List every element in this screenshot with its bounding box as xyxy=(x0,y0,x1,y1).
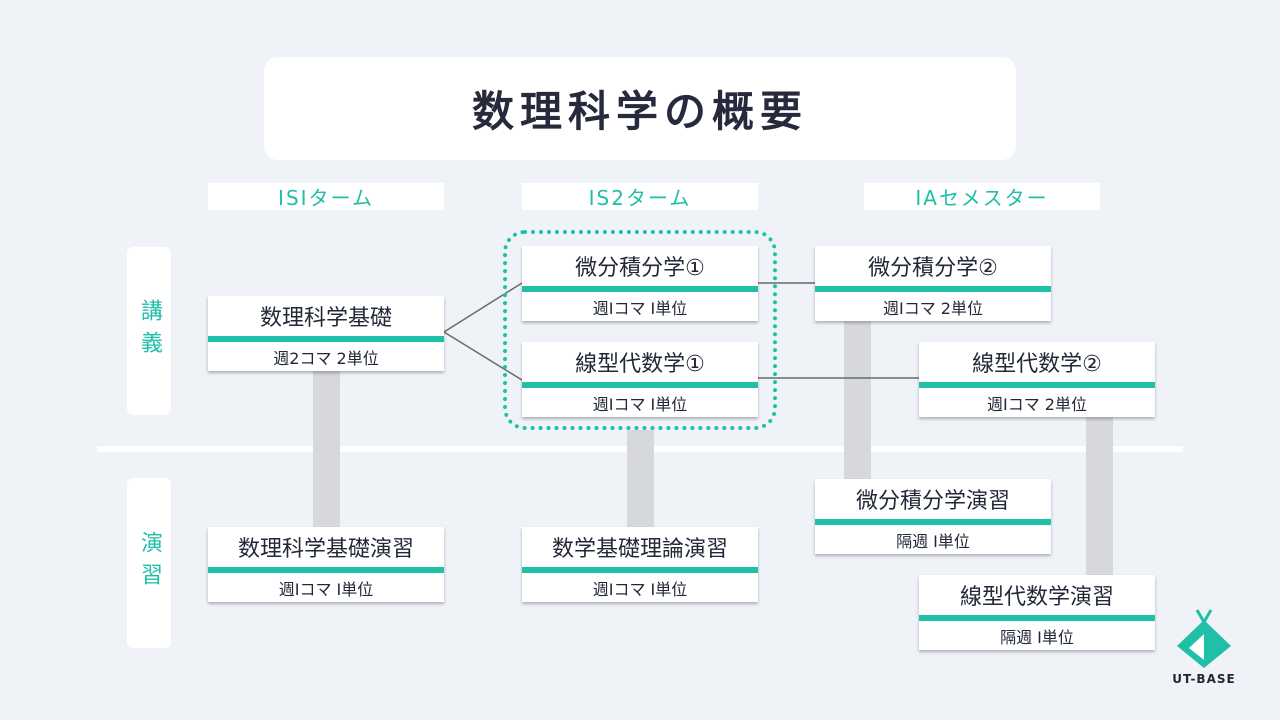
course-card-kiso-ensyu: 数理科学基礎演習 週Iコマ I単位 xyxy=(208,527,444,602)
course-accent-bar xyxy=(815,519,1051,525)
course-info: 隔週 I単位 xyxy=(1000,627,1074,647)
course-name: 微分積分学① xyxy=(575,256,705,281)
course-info: 週Iコマ I単位 xyxy=(278,579,374,599)
course-accent-bar xyxy=(208,567,444,573)
course-card-bibun1: 微分積分学① 週Iコマ I単位 xyxy=(522,246,758,321)
course-card-sugaku-ensyu: 数学基礎理論演習 週Iコマ I単位 xyxy=(522,527,758,602)
course-accent-bar xyxy=(919,615,1155,621)
section-label-lecture-text: 講義 xyxy=(137,299,162,363)
course-info: 隔週 I単位 xyxy=(896,531,970,551)
course-info: 週Iコマ I単位 xyxy=(592,394,688,414)
course-name: 微分積分学演習 xyxy=(855,489,1010,514)
tent-icon xyxy=(1177,609,1231,668)
course-name: 線型代数学② xyxy=(972,352,1102,377)
ut-base-logo: UT-BASE xyxy=(1163,608,1245,690)
course-name: 数学基礎理論演習 xyxy=(551,537,728,562)
course-accent-bar xyxy=(208,336,444,342)
line-kiso-bibun1 xyxy=(443,282,523,333)
connector-senkei xyxy=(1086,415,1113,578)
course-name: 線型代数学演習 xyxy=(959,585,1114,610)
course-info: 週Iコマ I単位 xyxy=(592,298,688,318)
course-name: 線型代数学① xyxy=(575,352,705,377)
course-accent-bar xyxy=(522,382,758,388)
course-info: 週Iコマ 2単位 xyxy=(883,298,983,318)
course-name: 数理科学基礎演習 xyxy=(237,537,414,562)
connector-bibun xyxy=(844,320,871,482)
term-header-is2: IS2ターム xyxy=(522,183,758,210)
course-card-senkei2: 線型代数学② 週Iコマ 2単位 xyxy=(919,342,1155,417)
course-info: 週Iコマ 2単位 xyxy=(987,394,1087,414)
course-accent-bar xyxy=(815,286,1051,292)
line-kiso-senkei1 xyxy=(443,331,523,381)
title-panel: 数理科学の概要 xyxy=(264,57,1016,160)
course-card-bibun2: 微分積分学② 週Iコマ 2単位 xyxy=(815,246,1051,321)
course-accent-bar xyxy=(919,382,1155,388)
section-label-lecture: 講義 xyxy=(127,247,171,415)
term-header-ia: IAセメスター xyxy=(864,183,1100,210)
is2-lecture-highlight xyxy=(503,230,777,430)
section-label-exercise-text: 演習 xyxy=(137,531,162,595)
course-card-kiso: 数理科学基礎 週2コマ 2単位 xyxy=(208,296,444,371)
page-title: 数理科学の概要 xyxy=(471,87,808,136)
logo-text: UT-BASE xyxy=(1172,672,1236,686)
connector-kiso xyxy=(313,370,340,530)
course-accent-bar xyxy=(522,286,758,292)
section-label-exercise: 演習 xyxy=(127,478,171,648)
course-card-senkei1: 線型代数学① 週Iコマ I単位 xyxy=(522,342,758,417)
course-name: 数理科学基礎 xyxy=(259,306,392,331)
course-accent-bar xyxy=(522,567,758,573)
course-card-bibun-ensyu: 微分積分学演習 隔週 I単位 xyxy=(815,479,1051,554)
term-header-is1: ISIターム xyxy=(208,183,444,210)
course-info: 週2コマ 2単位 xyxy=(273,348,379,368)
course-name: 微分積分学② xyxy=(868,256,998,281)
course-info: 週Iコマ I単位 xyxy=(592,579,688,599)
connector-is2 xyxy=(627,430,654,530)
course-card-senkei-ensyu: 線型代数学演習 隔週 I単位 xyxy=(919,575,1155,650)
